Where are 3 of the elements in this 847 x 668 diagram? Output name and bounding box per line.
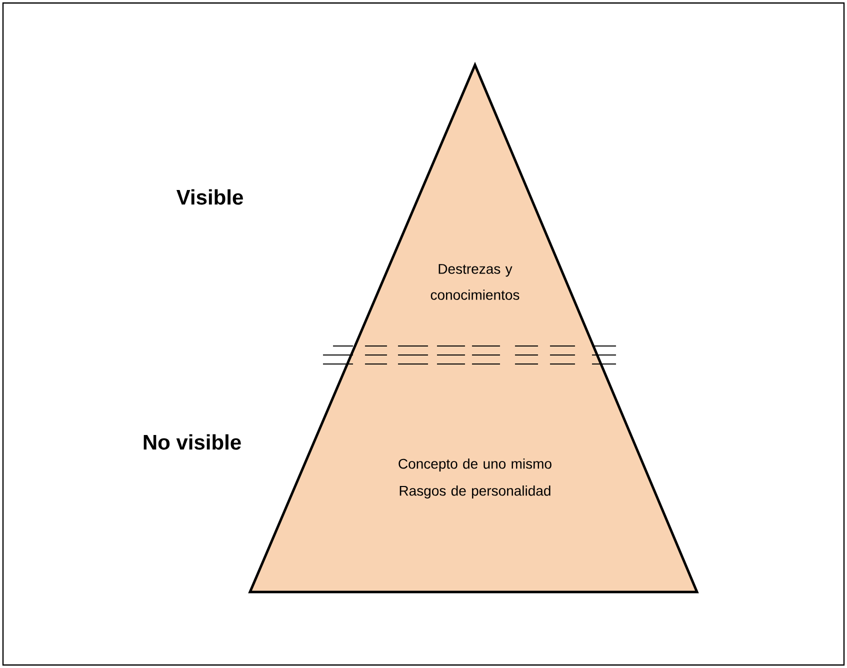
tier-text: Concepto de uno mismo <box>398 458 552 472</box>
tier-text: Destrezas y conocimientos <box>430 264 520 300</box>
tier-text: Rasgos de personalidad <box>400 485 550 499</box>
